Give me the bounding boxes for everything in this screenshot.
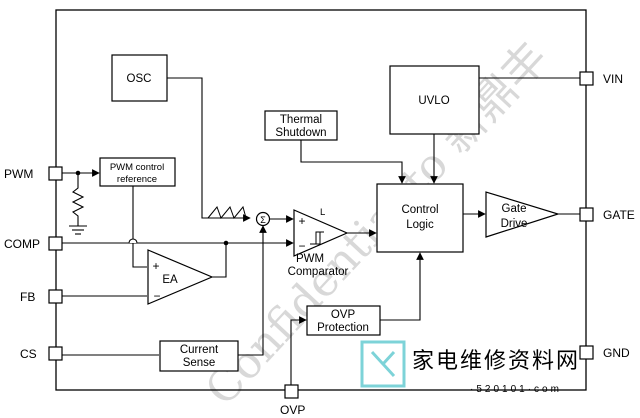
pin-vin-label: VIN [603,72,623,86]
sawtooth-icon [207,205,247,219]
ovp-protection-label-1: OVP [331,309,356,321]
pin-cs-pad [48,346,63,361]
gate-drive-label-1: Gate [502,203,527,215]
pin-vin-pad [579,71,594,86]
pwm-control-reference-block [99,157,176,187]
osc-block [111,54,168,102]
gate-drive-label-2: Drive [501,218,528,230]
pin-comp-label: COMP [4,237,40,251]
pin-pwm-pad [48,166,63,181]
comparator-caption-1: PWM [296,253,324,265]
ovp-protection-label-2: Protection [317,322,369,334]
watermark-brand-url: ·520101·com [470,384,562,395]
wires [62,77,580,385]
ea-label: EA [162,274,178,286]
current-sense-label-1: Current [180,344,219,356]
uvlo-label: UVLO [418,95,449,107]
watermark-logo: 家电维修资料网 ·520101·com [360,340,580,395]
uvlo-block [389,65,480,135]
ea-amplifier-triangle [147,249,214,305]
comparator-hysteresis-icon [310,231,324,245]
osc-label: OSC [127,73,152,85]
control-label-2: Logic [406,219,434,231]
chip-outline [55,9,587,391]
gate-drive-triangle [485,191,561,238]
thermal-shutdown-block [264,110,338,141]
pin-fb-label: FB [20,290,35,304]
wire-crossover [128,238,138,244]
pwm-ref-label-1: PWM control [110,162,164,173]
thermal-label-1: Thermal [280,114,322,126]
current-sense-label-2: Sense [183,357,216,369]
junction-dot-ea-out [223,240,229,246]
watermark-brand-cn: 家电维修资料网 [412,349,580,374]
pin-gate-label: GATE [603,208,635,222]
logo-frame-icon [360,340,406,388]
control-label-1: Control [401,204,438,216]
pin-gate-pad [579,207,594,222]
pin-comp-pad [48,236,63,251]
comparator-l-mark: L [320,207,325,218]
pin-cs-label: CS [20,347,37,361]
control-logic-block [376,183,464,253]
comparator-minus: − [298,239,305,253]
summing-junction-symbol: Σ [260,215,266,225]
pwm-ref-label-2: reference [117,174,157,185]
ea-minus: − [153,289,160,303]
pin-gnd-pad [579,345,594,360]
comparator-caption-2: Comparator [288,266,349,278]
logo-mark-icon [370,350,396,378]
pin-gnd-label: GND [603,346,630,360]
pin-fb-pad [48,289,63,304]
comparator-plus: + [298,214,305,228]
pin-ovp-label: OVP [280,403,305,417]
thermal-label-2: Shutdown [275,127,326,139]
pin-pwm-label: PWM [4,167,33,181]
junction-dot-pwm [75,170,81,176]
pin-ovp-pad [284,384,299,399]
ea-plus: + [152,259,159,273]
current-sense-block [159,340,239,372]
